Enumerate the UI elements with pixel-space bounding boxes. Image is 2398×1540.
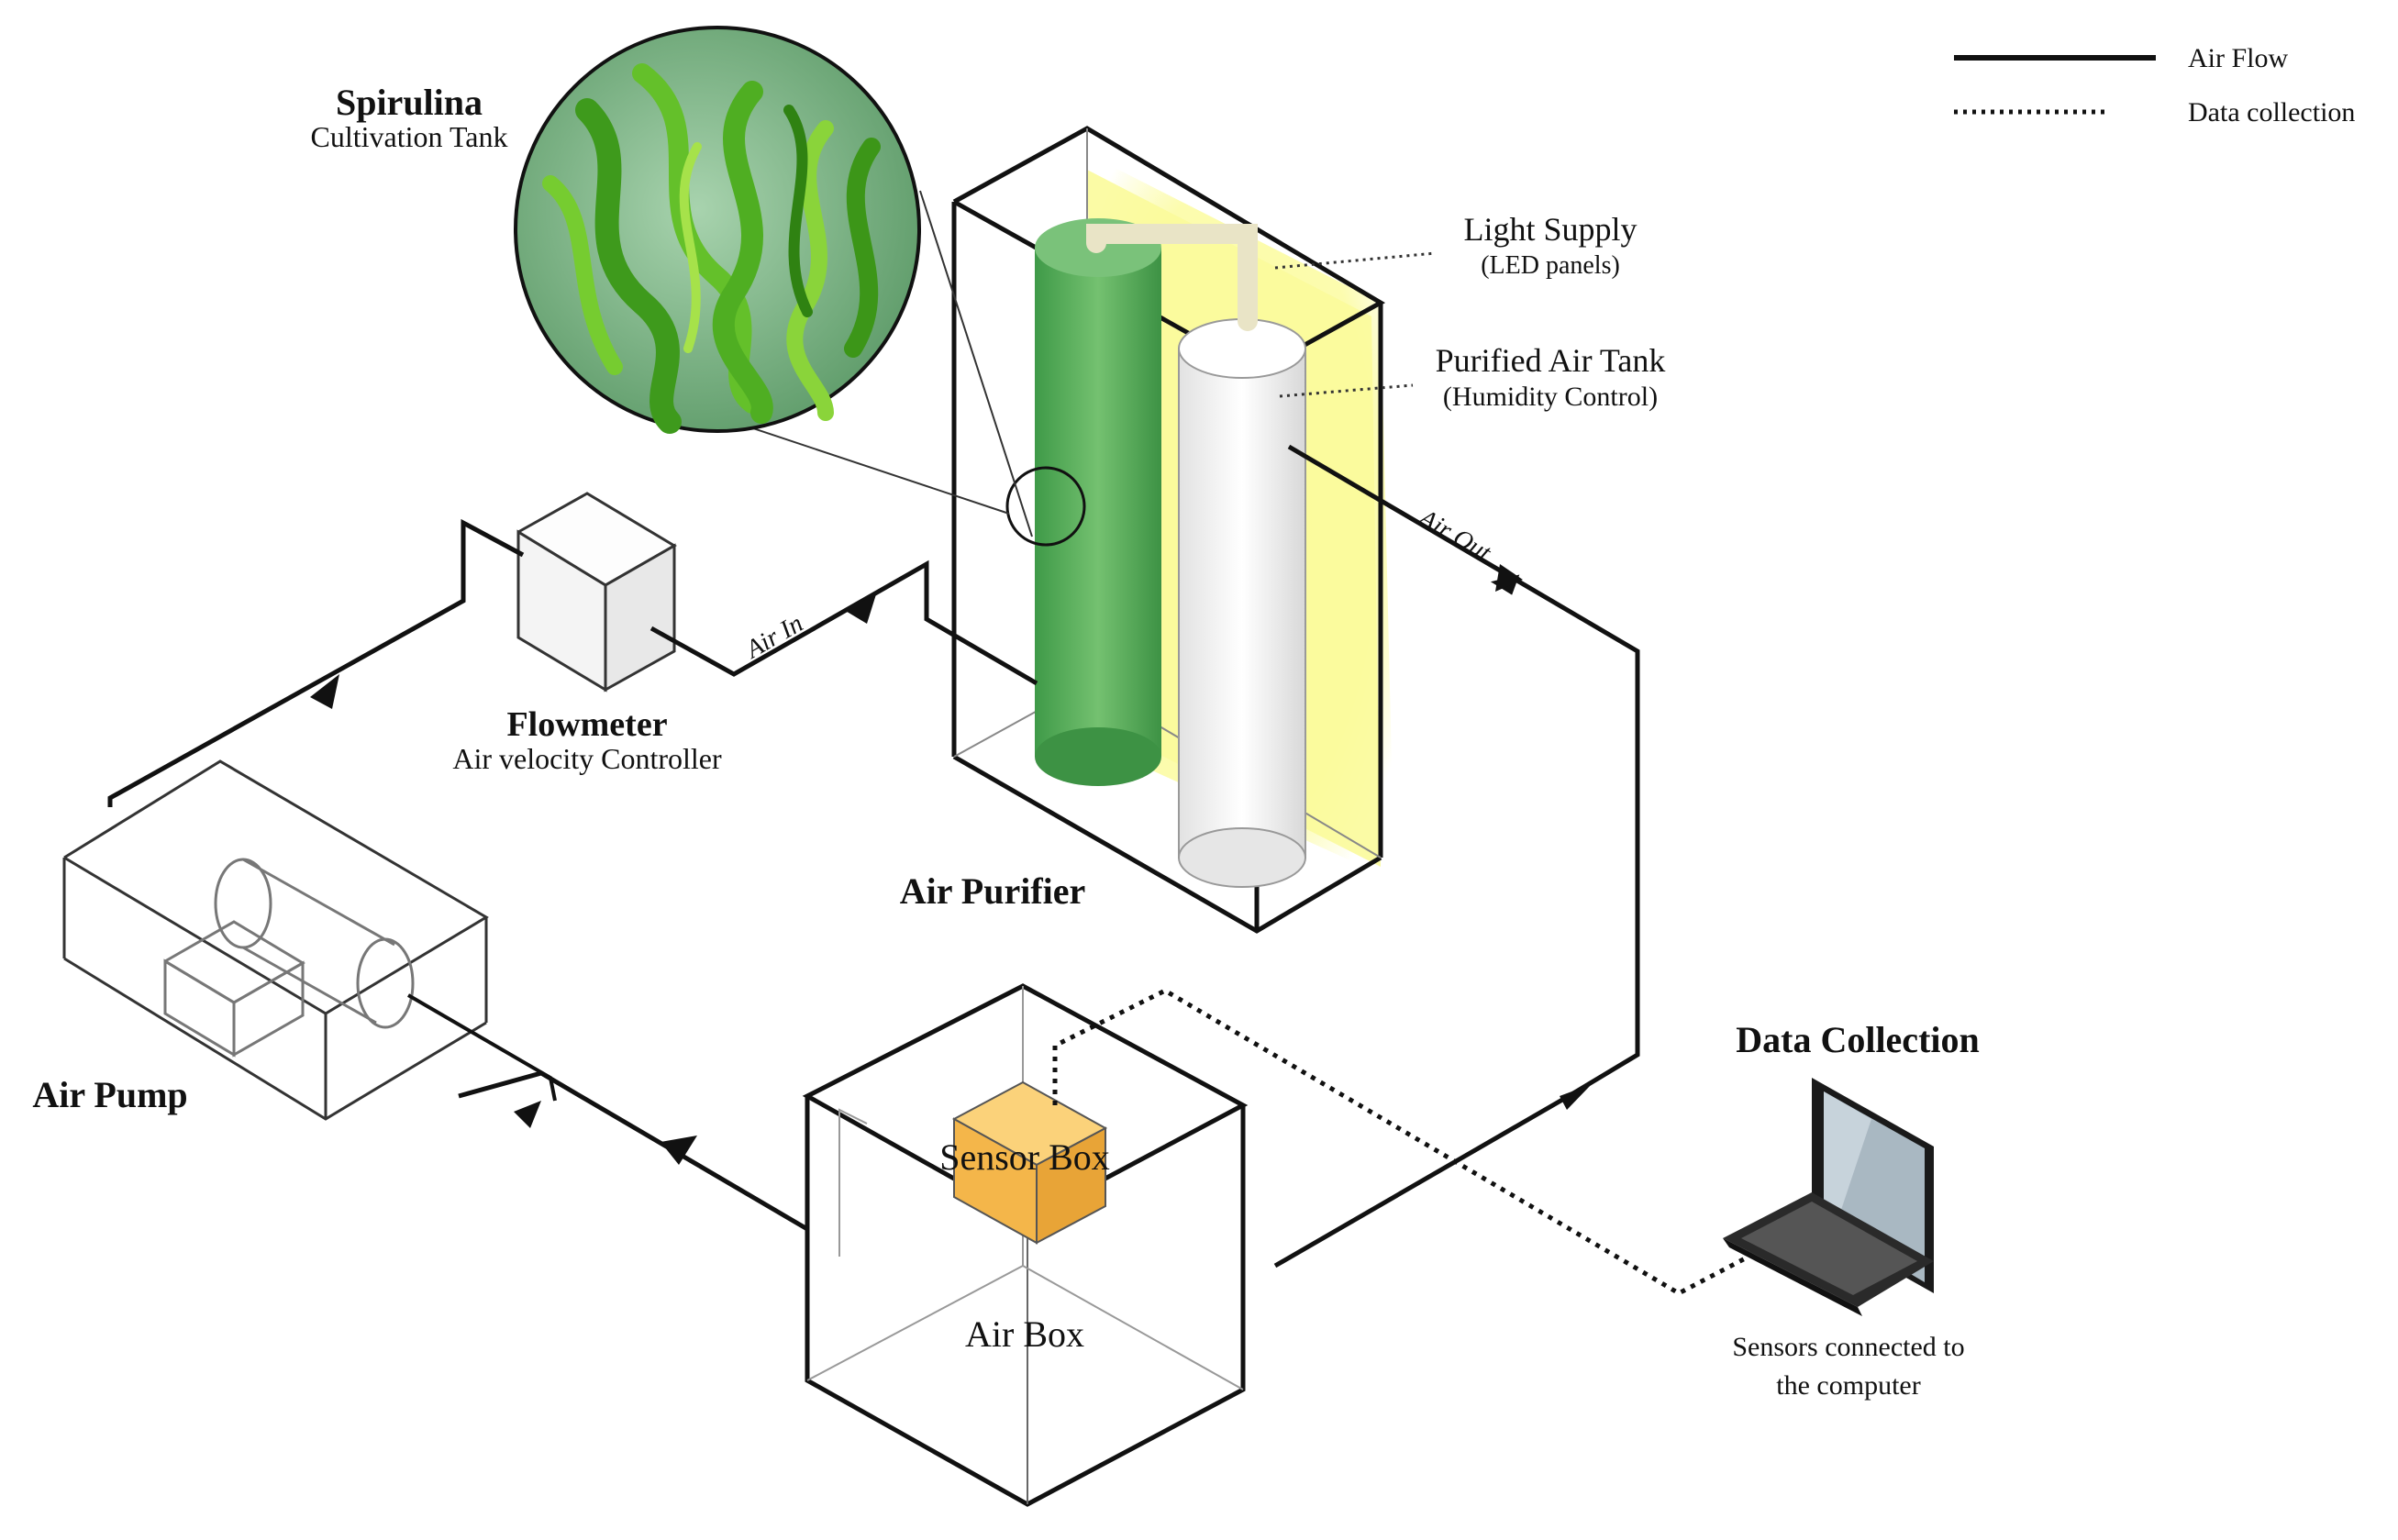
flowmeter-label: Flowmeter: [506, 705, 667, 744]
magnifier-circle: [1005, 466, 1086, 547]
flow-arrows: [310, 574, 1592, 1165]
air-pump: [62, 759, 489, 1121]
arrow-air-out-head: [1495, 564, 1523, 592]
pump-to-flowmeter-line: [107, 518, 525, 807]
arrow-return-left: [661, 1136, 697, 1165]
laptop-icon: [1723, 1078, 1934, 1316]
spirulina-tank: [1035, 218, 1161, 786]
arrow-pump-inlet: [514, 1101, 541, 1128]
sensor-box: [951, 1080, 1108, 1245]
air-purifier: [951, 126, 1394, 934]
legend: Air Flow Data collection: [1954, 43, 2355, 127]
pump-outlet-line: [406, 993, 557, 1102]
light-supply-label: Light Supply: [1463, 211, 1637, 248]
flowmeter-to-purifier-line: [649, 559, 1038, 686]
air-out-label: Air Out: [1413, 503, 1497, 568]
air-box-label: Air Box: [965, 1313, 1084, 1355]
air-pump-label: Air Pump: [32, 1074, 187, 1115]
tank-connecting-pipe: [1086, 224, 1258, 331]
computer-note-line1: Sensors connected to: [1732, 1332, 1964, 1362]
light-supply-sublabel: (LED panels): [1481, 251, 1620, 280]
data-collection-title: Data Collection: [1736, 1019, 1980, 1060]
light-supply-leader: [1274, 251, 1437, 270]
purifier-air-out-line: [1273, 444, 1640, 1269]
data-collection-lines: [1052, 988, 1754, 1296]
flowmeter: [516, 492, 677, 692]
arrow-down-right: [1560, 1084, 1592, 1110]
spirulina-illustration: [514, 26, 921, 434]
airbox-to-pump-line: [458, 1070, 809, 1232]
sensor-box-label: Sensor Box: [939, 1136, 1110, 1178]
legend-air-flow-label: Air Flow: [2188, 43, 2289, 73]
flowmeter-sublabel: Air velocity Controller: [452, 742, 722, 775]
purified-tank-sublabel: (Humidity Control): [1443, 382, 1658, 412]
air-purifier-label: Air Purifier: [900, 870, 1086, 912]
purified-tank-leader: [1279, 383, 1414, 398]
spirulina-subtitle: Cultivation Tank: [311, 120, 508, 153]
computer-note-line2: the computer: [1776, 1370, 1920, 1401]
air-in-label: Air In: [739, 609, 807, 665]
sensor-to-laptop-dotted-line: [1052, 988, 1754, 1296]
arrow-pump-up: [310, 674, 339, 709]
spirulina-title: Spirulina: [336, 82, 483, 123]
air-flow-lines: [107, 444, 1640, 1269]
arrow-air-in: [844, 594, 876, 624]
purified-air-tank: [1178, 318, 1306, 888]
legend-data-collection-label: Data collection: [2188, 97, 2355, 127]
air-box: [802, 983, 1249, 1507]
purified-tank-label: Purified Air Tank: [1436, 342, 1666, 379]
